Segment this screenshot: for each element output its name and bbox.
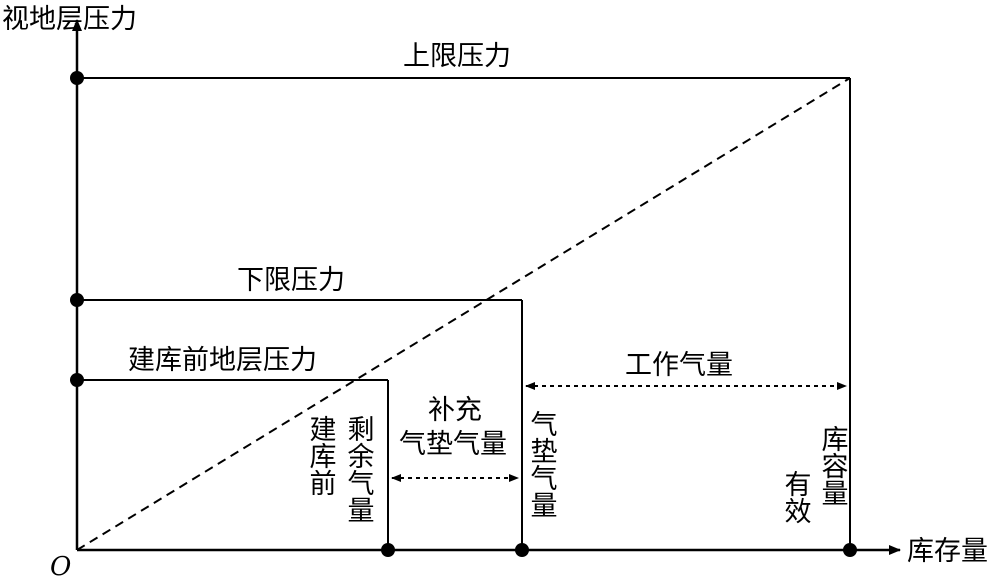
upper-pressure-label: 上限压力 [403, 41, 511, 72]
initial-pressure-label: 建库前地层压力 [128, 345, 317, 376]
origin-label: O [50, 552, 71, 582]
effective-capacity-label-col2: 库容量 [817, 425, 849, 506]
cushion-gas-label: 气垫气量 [526, 410, 558, 518]
upper-pressure-dot [70, 71, 84, 85]
lower-pressure-label: 下限压力 [237, 265, 345, 296]
y-axis-label: 视地层压力 [2, 4, 137, 35]
remaining-gas-dot [381, 543, 395, 557]
cushion-gas-dot [515, 543, 529, 557]
lower-pressure-dot [70, 293, 84, 307]
supplement-gas-label-line1: 补充 [428, 395, 482, 426]
remaining-gas-label-col1: 建库前 [305, 415, 337, 496]
remaining-gas-label-col2: 剩余气量 [343, 415, 375, 523]
effective-capacity-dot [843, 543, 857, 557]
supplement-gas-label-line2: 气垫气量 [399, 429, 507, 460]
effective-capacity-label-col1: 有效 [780, 470, 812, 524]
pressure-trend-dashed-line [76, 77, 851, 551]
working-gas-label: 工作气量 [625, 350, 733, 381]
x-axis-label: 库存量 [907, 536, 988, 567]
initial-pressure-dot [70, 373, 84, 387]
